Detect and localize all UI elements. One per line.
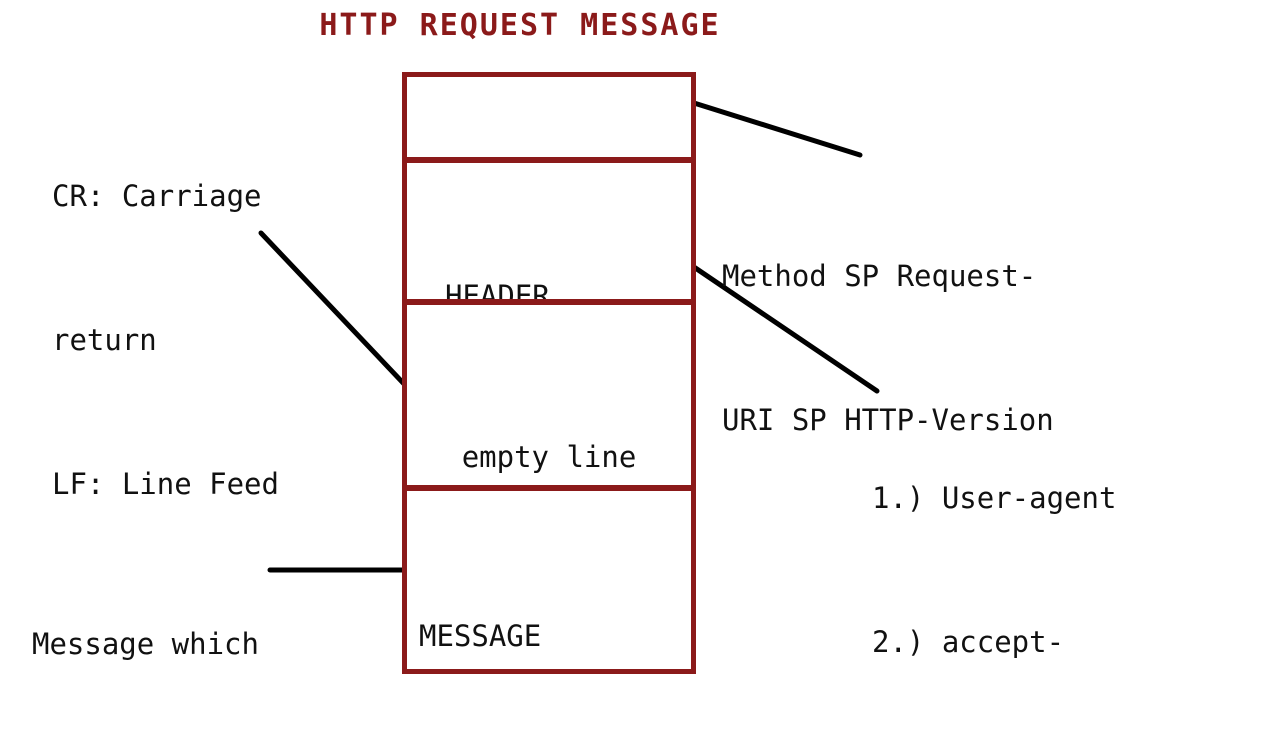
segment-message-body: MESSAGE BODY bbox=[402, 486, 696, 674]
note-cr-lf-line-2: return bbox=[52, 323, 157, 357]
note-message-body-line-1: Message which bbox=[32, 627, 259, 661]
http-request-message-box: Request line HEADER FIELDS empty line co… bbox=[402, 72, 696, 674]
segment-empty-line: empty line contains <CR><LF> bbox=[402, 300, 696, 490]
note-cr-lf-line-1: CR: Carriage bbox=[52, 179, 262, 213]
clipped-text-fragment: CRLF bbox=[722, 252, 902, 261]
segment-request-line: Request line bbox=[402, 72, 696, 162]
segment-empty-line-text-1: empty line bbox=[461, 440, 637, 474]
segment-header-fields-text-1: HEADER bbox=[445, 279, 550, 304]
segment-header-fields: HEADER FIELDS bbox=[402, 158, 696, 304]
page-title: HTTP REQUEST MESSAGE bbox=[319, 8, 721, 43]
note-message-body-description: Message which request carries with it bbox=[32, 524, 294, 743]
note-header-fields-list: 1.) User-agent 2.) accept- encoding 3.) … bbox=[872, 378, 1116, 743]
connector-request-line bbox=[691, 100, 863, 158]
note-request-line-format: Method SP Request- URI SP HTTP-Version bbox=[722, 156, 1054, 540]
note-request-line-format-line-2: URI SP HTTP-Version bbox=[722, 403, 1054, 437]
note-cr-lf-line-3: LF: Line Feed bbox=[52, 467, 279, 501]
note-request-line-format-line-1: Method SP Request- bbox=[722, 259, 1037, 293]
segment-message-body-text-1: MESSAGE bbox=[419, 619, 542, 653]
header-list-item-1: 1.) User-agent bbox=[872, 481, 1117, 515]
header-list-item-2: 2.) accept- bbox=[872, 625, 1065, 659]
connector-empty-line bbox=[258, 230, 409, 389]
note-cr-lf-definitions: CR: Carriage return LF: Line Feed bbox=[52, 76, 279, 604]
